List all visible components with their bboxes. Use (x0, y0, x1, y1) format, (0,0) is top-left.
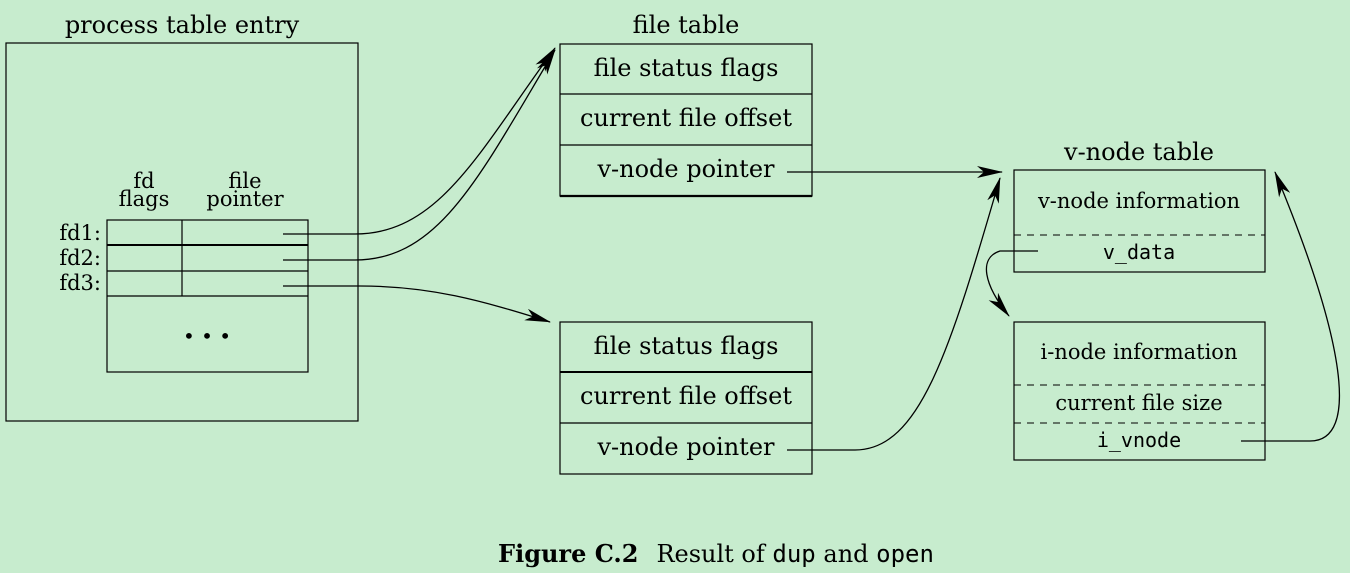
arrow-fd1-to-file-entry-1 (283, 47, 556, 235)
file-entry-1-flags: file status flags (594, 54, 779, 82)
fd1-label: fd1: (59, 221, 101, 245)
fd-flags-header-line2: flags (119, 187, 170, 211)
caption-code-open: open (876, 540, 934, 568)
vnode-table-box-group: v-node information v_data (1013, 169, 1266, 273)
fd3-label: fd3: (59, 271, 101, 295)
caption-text-b: and (816, 540, 876, 568)
file-entry-1-offset: current file offset (580, 104, 792, 132)
arrow-v-data-to-inode (985, 250, 1038, 317)
figure-caption: Figure C.2 Result of dup and open (498, 539, 934, 568)
inode-box-group: i-node information current file size i_v… (1013, 321, 1266, 461)
inode-current-file-size: current file size (1055, 391, 1222, 415)
vnode-v-data: v_data (1103, 240, 1175, 264)
fd-flags-header-line1: fd (133, 169, 154, 193)
caption-code-dup: dup (772, 540, 815, 568)
file-entry-2-box (559, 321, 813, 475)
file-table-entry-1: file status flags current file offset v-… (559, 43, 813, 198)
arrow-fd2-to-file-entry-1 (283, 49, 556, 261)
file-entry-2-offset: current file offset (580, 382, 792, 410)
arrow-file-entry-2-to-vnode (787, 177, 1001, 451)
file-table-title: file table (633, 11, 740, 39)
fd-ellipsis: • • • (183, 324, 231, 348)
vnode-box (1013, 169, 1266, 273)
file-pointer-header-line2: pointer (206, 187, 284, 211)
vnode-table-title: v-node table (1063, 138, 1214, 166)
file-entry-1-vnode-pointer: v-node pointer (596, 155, 775, 183)
process-table-title: process table entry (65, 11, 300, 39)
inode-information: i-node information (1041, 340, 1238, 364)
process-table-box (5, 42, 359, 422)
vnode-information: v-node information (1037, 189, 1240, 213)
inode-i-vnode: i_vnode (1097, 428, 1181, 452)
arrow-fd3-to-file-entry-2 (283, 285, 551, 323)
caption-text-a: Result of (656, 540, 772, 568)
file-table-entry-2: file status flags current file offset v-… (559, 321, 813, 475)
file-pointer-header-line1: file (228, 169, 261, 193)
file-entry-2-flags: file status flags (594, 332, 779, 360)
fd2-label: fd2: (59, 246, 101, 270)
file-entry-2-vnode-pointer: v-node pointer (596, 433, 775, 461)
arrow-i-vnode-to-vnode (1241, 171, 1340, 442)
inode-box (1013, 321, 1266, 461)
fd-array (106, 219, 309, 373)
caption-label: Figure C.2 (498, 539, 638, 568)
